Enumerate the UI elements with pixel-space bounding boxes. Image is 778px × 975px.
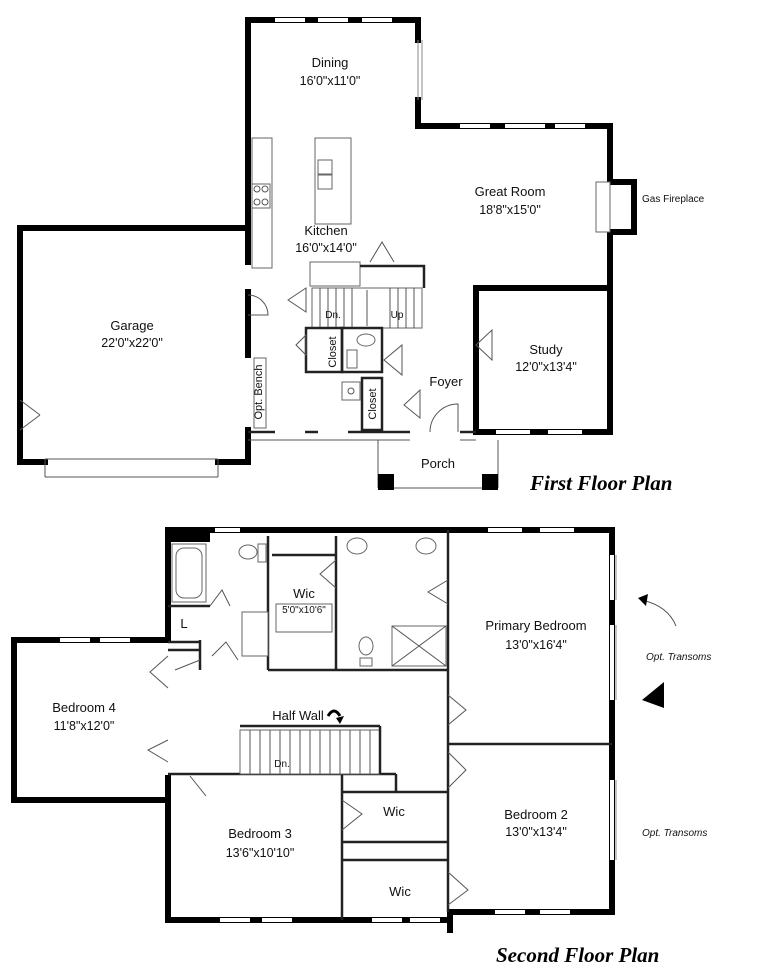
- second-floor-plan: Primary Bedroom 13'0"x16'4" Wic 5'0"x10'…: [11, 527, 711, 967]
- wic-b-label: Wic: [383, 804, 405, 819]
- stair-up-label: Up: [391, 310, 404, 321]
- fireplace-label: Gas Fireplace: [642, 194, 705, 205]
- second-floor-baths: [171, 537, 447, 667]
- curved-arrow-icon: [326, 709, 344, 724]
- second-floor-doors: [146, 559, 469, 906]
- closet-a-label: Closet: [327, 336, 339, 367]
- bedroom-2-label: Bedroom 2: [504, 807, 568, 822]
- bedroom-2-size: 13'0"x13'4": [505, 825, 567, 839]
- primary-bedroom-size: 13'0"x16'4": [505, 638, 567, 652]
- second-floor-walls: [11, 527, 617, 933]
- porch-label: Porch: [421, 456, 455, 471]
- second-floor-title: Second Floor Plan: [496, 943, 659, 967]
- opt-bench-label: Opt. Bench: [253, 364, 265, 419]
- porch-structure: [377, 403, 499, 490]
- garage-size: 22'0"x22'0": [101, 336, 163, 350]
- primary-wic-size: 5'0"x10'6": [282, 605, 326, 616]
- kitchen-fixtures: [251, 137, 361, 287]
- first-floor-stairs: [287, 241, 426, 329]
- garage-label: Garage: [110, 318, 153, 333]
- first-floor-title: First Floor Plan: [529, 471, 672, 495]
- stair-down-label-2: Dn.: [274, 759, 290, 770]
- first-floor-labels: Dining 16'0"x11'0" Great Room 18'8"x15'0…: [101, 55, 704, 495]
- stair-down-label: Dn.: [325, 310, 341, 321]
- kitchen-label: Kitchen: [304, 223, 347, 238]
- primary-wic-label: Wic: [293, 586, 315, 601]
- bedroom-3-size: 13'6"x10'10": [226, 846, 295, 860]
- second-floor-labels: Primary Bedroom 13'0"x16'4" Wic 5'0"x10'…: [52, 586, 711, 967]
- linen-label: L: [180, 616, 187, 631]
- study-size: 12'0"x13'4": [515, 360, 577, 374]
- front-wall: [248, 430, 476, 441]
- opt-transoms-2-label: Opt. Transoms: [642, 828, 707, 839]
- half-wall-label: Half Wall: [272, 708, 324, 723]
- kitchen-size: 16'0"x14'0": [295, 241, 357, 255]
- great-room-size: 18'8"x15'0": [479, 203, 541, 217]
- transom-arrows: [638, 594, 677, 708]
- second-floor-interior: [168, 530, 612, 920]
- foyer-label: Foyer: [429, 374, 463, 389]
- first-floor-closets: [247, 294, 493, 432]
- main-walls: [245, 17, 637, 443]
- dining-label: Dining: [312, 55, 349, 70]
- great-room-label: Great Room: [475, 184, 546, 199]
- opt-transoms-1-label: Opt. Transoms: [646, 652, 711, 663]
- first-floor-plan: Dining 16'0"x11'0" Great Room 18'8"x15'0…: [17, 17, 705, 495]
- bedroom-4-size: 11'8"x12'0": [54, 719, 115, 733]
- primary-bedroom-label: Primary Bedroom: [485, 618, 586, 633]
- bedroom-3-label: Bedroom 3: [228, 826, 292, 841]
- study-label: Study: [529, 342, 563, 357]
- bedroom-4-label: Bedroom 4: [52, 700, 116, 715]
- wic-c-label: Wic: [389, 884, 411, 899]
- second-floor-stairs: [239, 724, 382, 775]
- closet-b-label: Closet: [367, 388, 379, 419]
- garage-walls: [17, 225, 251, 478]
- dining-size: 16'0"x11'0": [300, 74, 361, 88]
